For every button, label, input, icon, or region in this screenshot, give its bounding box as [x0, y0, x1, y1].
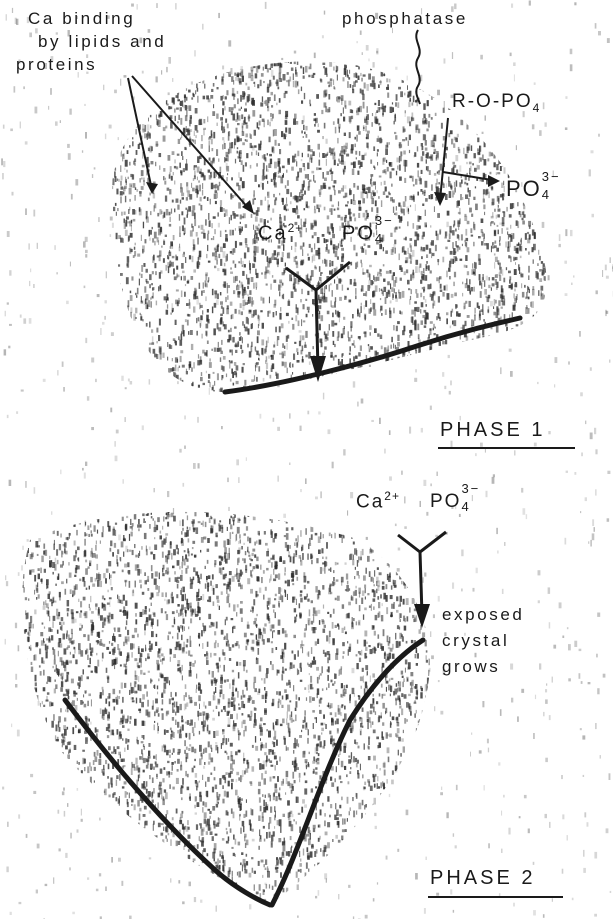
- crystal-edge-phase2-right: [272, 640, 423, 905]
- y-arrow-right-branch-2: [420, 532, 446, 552]
- substrate-label: R-O-PO4: [452, 92, 540, 114]
- calcium-ion-label-phase1: Ca2+: [258, 222, 303, 244]
- phase1-label: PHASE 1: [440, 420, 545, 440]
- exposed-crystal-label-line2: crystal: [442, 632, 509, 649]
- ca-binding-label-line2: by lipids and: [38, 33, 166, 50]
- phosphate-ion-label-phase2: PO3−4: [430, 490, 483, 514]
- phase2-label: PHASE 2: [430, 868, 535, 888]
- y-arrow-left-branch-2: [398, 535, 420, 552]
- ca-binding-label-line1: Ca binding: [28, 10, 135, 27]
- crystal-edge-phase1: [225, 318, 520, 392]
- phosphatase-squiggle: [416, 30, 420, 104]
- calcium-ion-label-phase2: Ca2+: [356, 490, 400, 511]
- cell-stipple-phase2: [15, 495, 448, 919]
- arrowhead-release-po4: [488, 175, 500, 187]
- ca-binding-label-line3: proteins: [16, 56, 97, 73]
- phosphatase-label: phosphatase: [342, 10, 468, 27]
- arrowhead-ca-binding-left: [146, 182, 158, 194]
- phosphate-ion-label-phase1: PO3−4: [342, 222, 397, 246]
- exposed-crystal-label-line1: exposed: [442, 606, 524, 623]
- exposed-crystal-label-line3: grows: [442, 658, 500, 675]
- y-arrowhead-1: [310, 356, 326, 382]
- released-phosphate-label: PO3−4: [506, 178, 564, 202]
